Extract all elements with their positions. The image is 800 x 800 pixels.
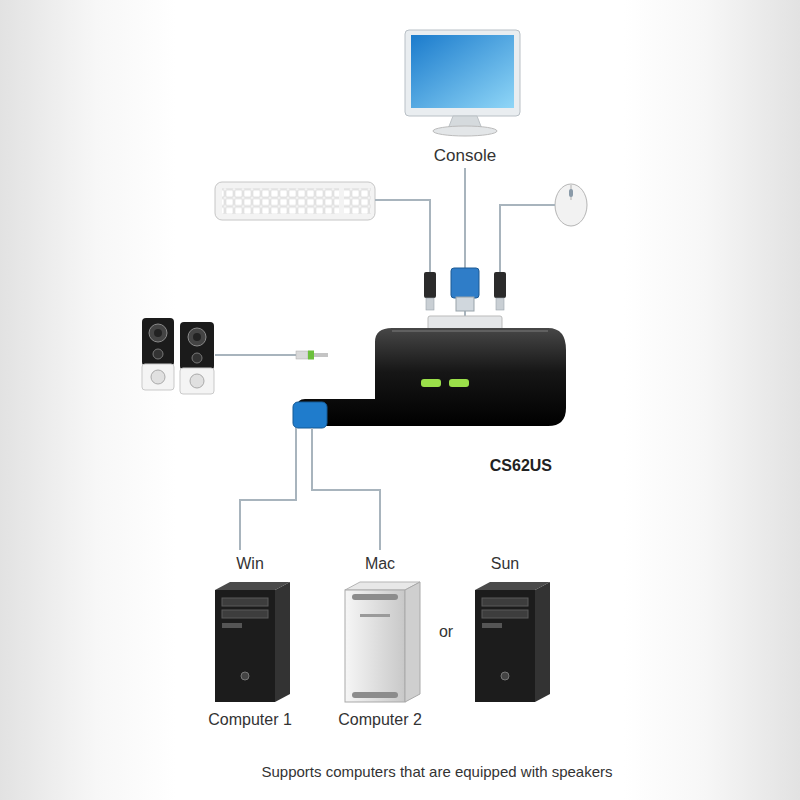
speaker-base	[142, 364, 174, 390]
usb-plug-tip	[496, 298, 504, 310]
caption: Supports computers that are equipped wit…	[261, 762, 612, 782]
audio-jack	[296, 351, 308, 359]
node-label: Win	[236, 554, 264, 574]
vga-plug	[451, 268, 479, 298]
tower-front	[345, 590, 405, 702]
node-label: Sun	[491, 554, 519, 574]
drive-slot	[360, 614, 390, 617]
speaker-port	[151, 370, 165, 384]
drive-bay	[222, 598, 268, 606]
free-label: or	[439, 622, 453, 642]
audio-cable	[215, 354, 296, 356]
tower-side	[275, 582, 290, 702]
speaker-driver	[193, 333, 201, 341]
cable-boot	[293, 402, 327, 428]
kvm-switch-body	[297, 328, 566, 426]
mouse-cable	[500, 205, 555, 272]
usb-plug	[494, 272, 506, 298]
drive-slot	[482, 623, 502, 628]
drive-bay	[222, 610, 268, 618]
speaker-tweeter	[192, 353, 202, 363]
speaker-tweeter	[153, 349, 163, 359]
speaker	[142, 318, 174, 366]
node-label: Mac	[365, 554, 395, 574]
usb-plug-tip	[426, 298, 434, 310]
keyboard-numpad	[344, 188, 371, 214]
keyboard-keys	[222, 188, 339, 214]
speaker	[180, 322, 214, 370]
audio-jack-ring	[308, 351, 314, 360]
kvm-switch-node: CS62US	[288, 320, 572, 480]
audio-jack-tip	[314, 353, 328, 357]
node-label: Console	[434, 146, 496, 166]
computer-node: Sun	[455, 550, 555, 732]
tower-front	[215, 590, 275, 702]
keyboard-cable	[375, 200, 430, 272]
monitor-base	[433, 126, 497, 136]
tower-side	[405, 582, 420, 702]
tower-front	[475, 590, 535, 702]
tower-handle	[352, 692, 398, 698]
drive-bay	[482, 610, 528, 618]
led	[421, 379, 441, 387]
tower-side	[535, 582, 550, 702]
speaker-driver	[188, 328, 206, 346]
drive-bay	[482, 598, 528, 606]
mouse-wheel	[569, 189, 573, 197]
power-button	[241, 672, 249, 680]
cable-connector	[240, 480, 296, 550]
node-label: CS62US	[490, 456, 552, 476]
mouse	[555, 184, 587, 226]
cable-stub	[296, 428, 312, 480]
tower-handle	[352, 594, 398, 600]
speaker-port	[190, 374, 204, 388]
computer-node: MacComputer 2	[328, 550, 432, 732]
computer-node: WinComputer 1	[198, 550, 302, 732]
node-label: Computer 1	[208, 710, 292, 730]
keyboard	[215, 182, 375, 220]
led	[449, 379, 469, 387]
switch-port	[428, 316, 502, 330]
monitor-node: Console	[395, 22, 535, 168]
speaker-driver	[154, 329, 162, 337]
speaker-driver	[149, 324, 167, 342]
drive-slot	[222, 623, 242, 628]
body-highlight	[392, 330, 548, 332]
cable-connector	[312, 480, 380, 550]
vga-plug-tip	[456, 297, 474, 311]
monitor-frame	[405, 30, 520, 116]
node-label: Computer 2	[338, 710, 422, 730]
speaker-base	[180, 368, 214, 394]
power-button	[501, 672, 509, 680]
usb-plug	[424, 272, 436, 298]
monitor-screen	[411, 35, 514, 108]
